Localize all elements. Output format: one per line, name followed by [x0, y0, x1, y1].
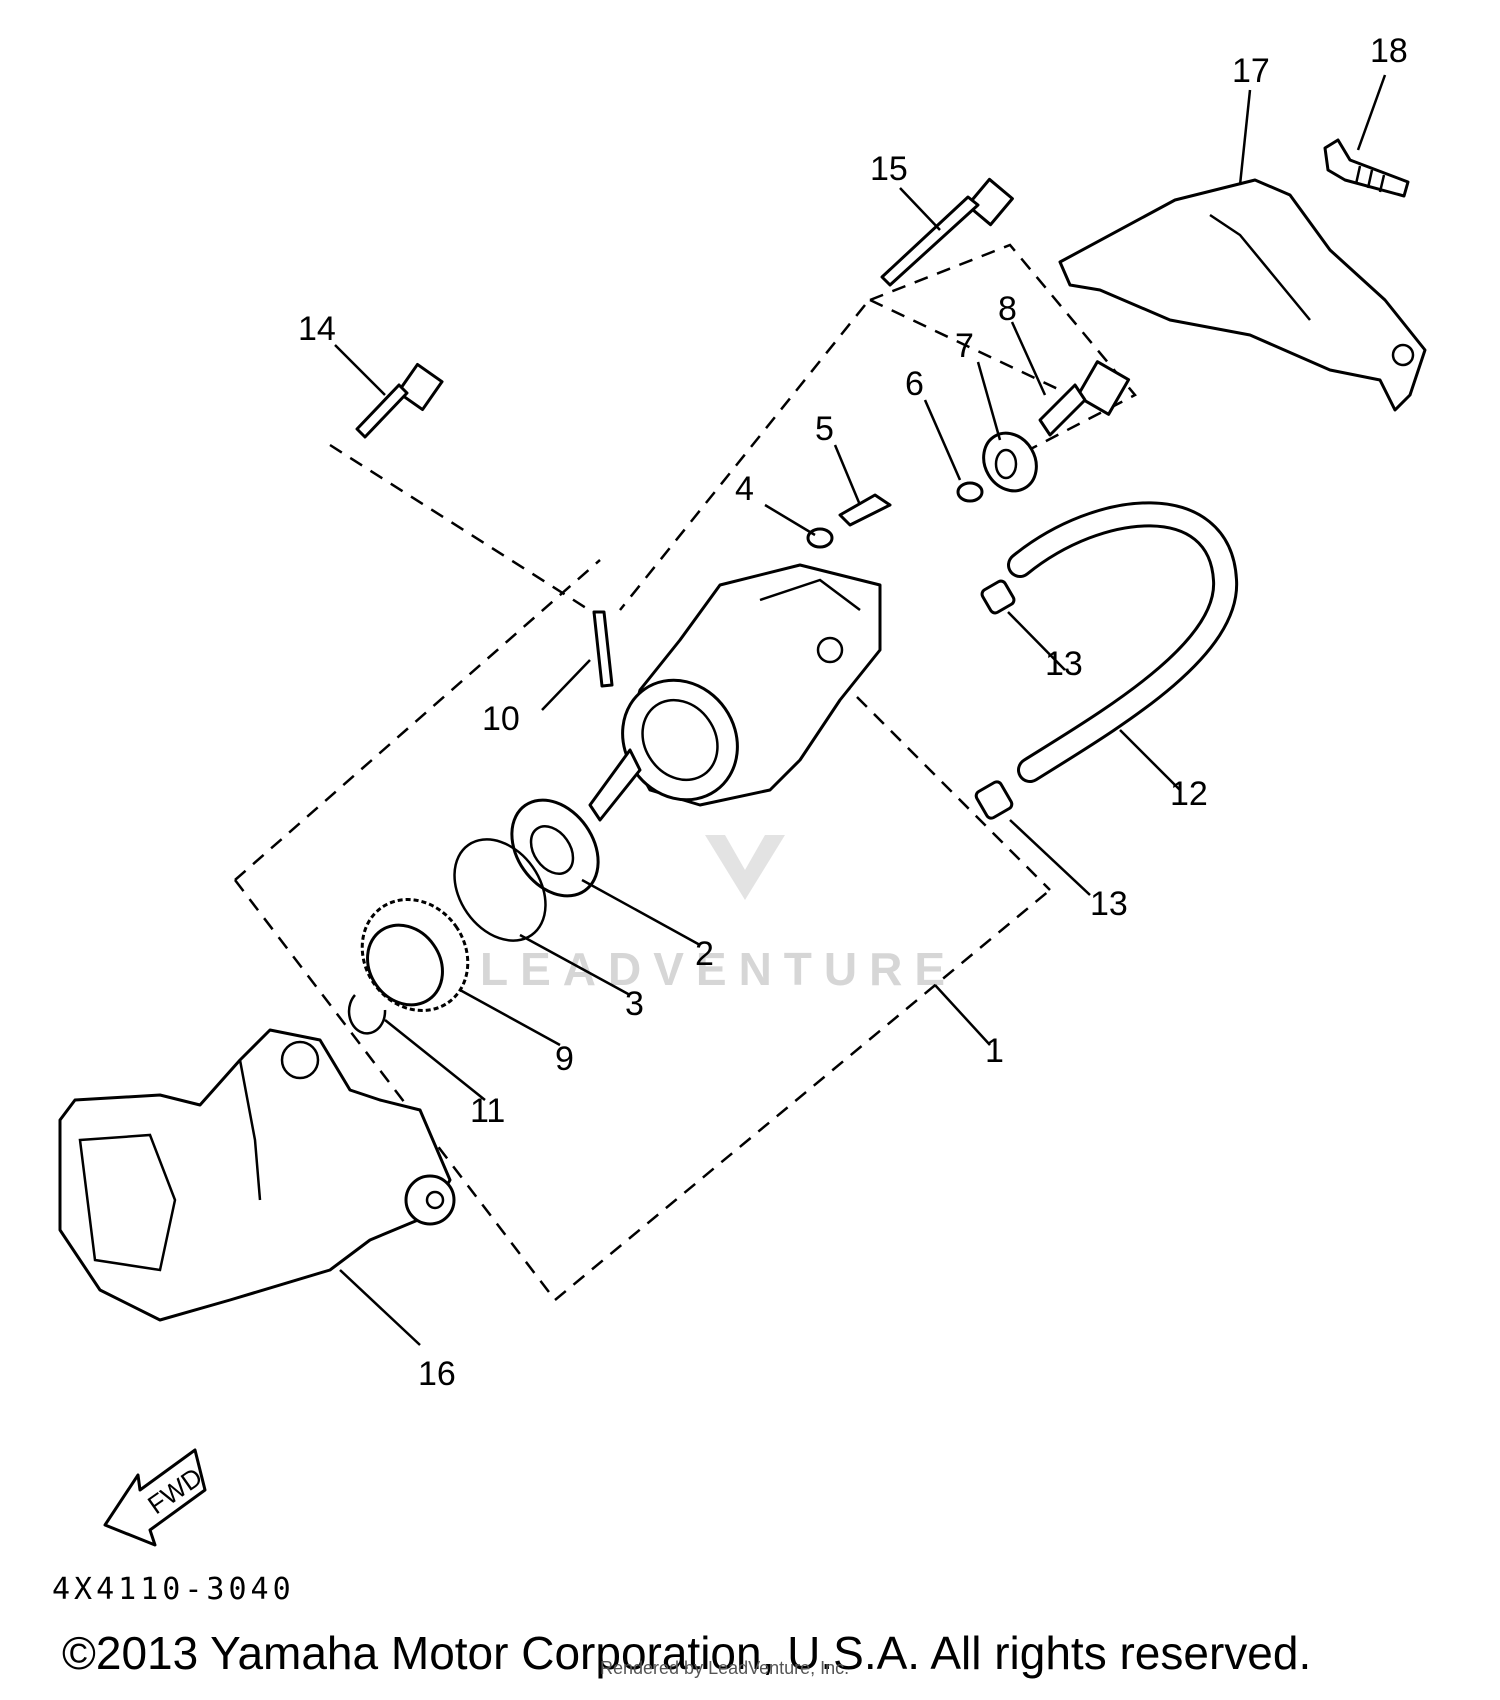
leader-lines	[334, 74, 1387, 1346]
hose-clamp-part-upper	[980, 579, 1016, 615]
part-label: 4	[735, 470, 754, 508]
forward-direction-arrow: FWD	[103, 1448, 208, 1547]
watermark: LEADVENTURE	[480, 835, 957, 995]
part-label: 11	[470, 1092, 505, 1130]
circlip-part	[347, 994, 387, 1035]
part-label: 9	[555, 1040, 574, 1078]
part-label: 13	[1090, 885, 1128, 923]
screw-part-5	[838, 493, 892, 527]
part-label: 10	[482, 700, 520, 738]
pin-part	[592, 610, 614, 688]
screw-part	[1323, 138, 1410, 198]
part-label: 6	[905, 365, 924, 403]
part-label: 16	[418, 1355, 456, 1393]
part-label: 5	[815, 410, 834, 448]
oil-seal-part	[982, 431, 1038, 493]
part-label: 15	[870, 150, 908, 188]
part-label: 17	[1232, 52, 1270, 90]
small-hardware-parts	[806, 481, 984, 549]
pump-body-part	[588, 563, 882, 822]
part-label: 14	[298, 310, 336, 348]
bearing-part	[510, 798, 600, 898]
long-bolt-part	[880, 177, 1014, 287]
rendered-by-notice: Rendered by LeadVenture, Inc.	[600, 1658, 850, 1678]
plug-bolt-part	[1038, 360, 1131, 437]
part-label: 1	[985, 1032, 1004, 1070]
washer-part-6	[956, 481, 984, 503]
assembly-outline	[234, 243, 1137, 1301]
part-label: 3	[625, 985, 644, 1023]
hose-part	[1007, 501, 1239, 783]
part-label: 18	[1370, 32, 1408, 70]
copyright-notice: ©2013 Yamaha Motor Corporation, U.S.A. A…	[62, 1627, 1312, 1679]
part-code: 4X4110-3040	[52, 1572, 295, 1607]
part-label: 8	[998, 290, 1017, 328]
bolt-part	[355, 362, 444, 439]
part-label: 2	[695, 935, 714, 973]
part-label: 12	[1170, 775, 1208, 813]
o-ring-part	[453, 838, 547, 942]
lower-bracket-part	[58, 1028, 456, 1322]
part-number-labels: 1 2 3 4 5 6 7 8 9 10 11 12 13 13 14 15 1…	[298, 32, 1408, 1393]
gear-part	[360, 898, 470, 1012]
upper-bracket-part	[1058, 178, 1427, 412]
part-label: 13	[1045, 645, 1083, 683]
hose-clamp-part-lower	[974, 780, 1014, 820]
part-label: 7	[955, 327, 974, 365]
watermark-text: LEADVENTURE	[480, 943, 957, 995]
